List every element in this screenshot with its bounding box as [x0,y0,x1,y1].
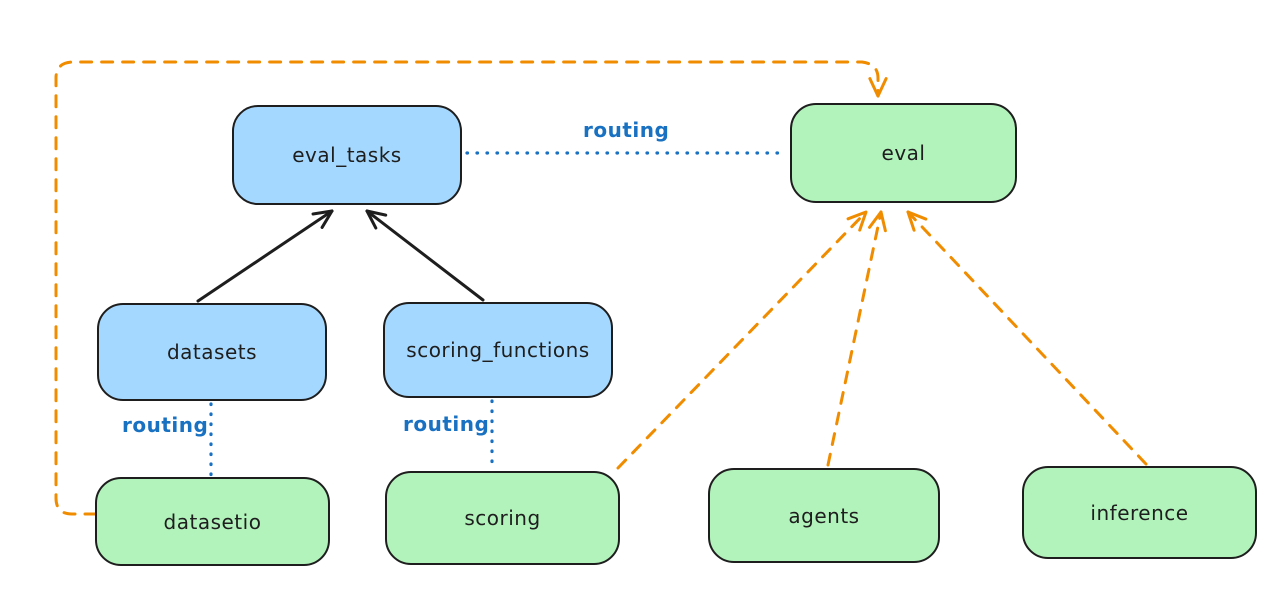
node-datasetio: datasetio [95,477,330,566]
node-eval-tasks-label: eval_tasks [292,143,402,167]
node-eval-label: eval [881,141,926,165]
node-datasetio-label: datasetio [163,509,262,534]
routing-label-datasets-datasetio: routing [122,413,209,437]
node-eval: eval [790,103,1017,203]
node-datasets-label: datasets [166,340,258,364]
edge-inference-to-eval [906,210,1148,466]
edge-datasets-to-eval-tasks [196,209,334,303]
node-scoring: scoring [385,471,620,565]
edge-agents-to-eval [826,210,887,467]
node-inference-label: inference [1090,500,1189,525]
edge-scoring-to-eval [616,210,868,470]
node-scoring-functions-label: scoring_functions [406,338,590,362]
node-scoring-functions: scoring_functions [383,302,613,398]
edge-scoring-functions-to-eval-tasks [365,209,485,302]
routing-label-eval-tasks-eval: routing [583,118,670,142]
node-scoring-label: scoring [464,506,541,530]
node-inference: inference [1022,466,1257,559]
node-agents-label: agents [788,503,860,528]
node-agents: agents [708,468,940,563]
node-datasets: datasets [97,303,327,401]
edge-datasetio-to-eval [54,60,888,516]
routing-label-scoring-functions-scoring: routing [403,412,490,436]
node-eval-tasks: eval_tasks [232,105,462,205]
